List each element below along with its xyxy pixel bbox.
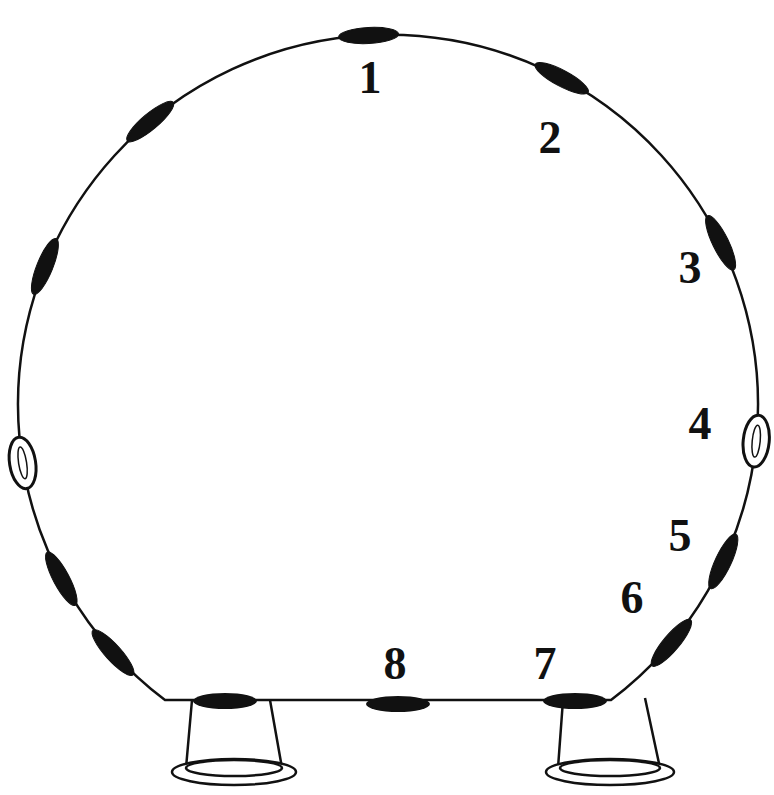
callout-number: 5 — [669, 513, 692, 559]
hollow-spot — [6, 435, 40, 490]
callout-number: 6 — [621, 575, 644, 621]
dark-spot — [87, 625, 139, 680]
callout-number: 8 — [384, 641, 407, 687]
callout-number: 4 — [689, 401, 712, 447]
dark-spot — [703, 531, 743, 592]
callout-number: 2 — [539, 115, 562, 161]
dark-spot — [366, 696, 430, 712]
spot-inner-line — [16, 446, 29, 479]
dark-spot — [40, 548, 82, 608]
callout-number: 7 — [534, 641, 557, 687]
dark-spot — [700, 212, 741, 273]
dark-spot — [531, 57, 591, 99]
dark-spot — [122, 96, 178, 147]
spot-inner-line — [751, 425, 762, 458]
dome-body — [18, 35, 758, 700]
callout-number: 1 — [359, 55, 382, 101]
dark-spot — [543, 693, 607, 709]
dark-spot — [193, 693, 257, 709]
hollow-spot — [741, 414, 772, 468]
dark-spot — [646, 615, 697, 671]
dark-spot — [338, 26, 399, 45]
dark-spot — [26, 236, 63, 298]
callout-number: 3 — [679, 245, 702, 291]
foot — [172, 698, 674, 785]
